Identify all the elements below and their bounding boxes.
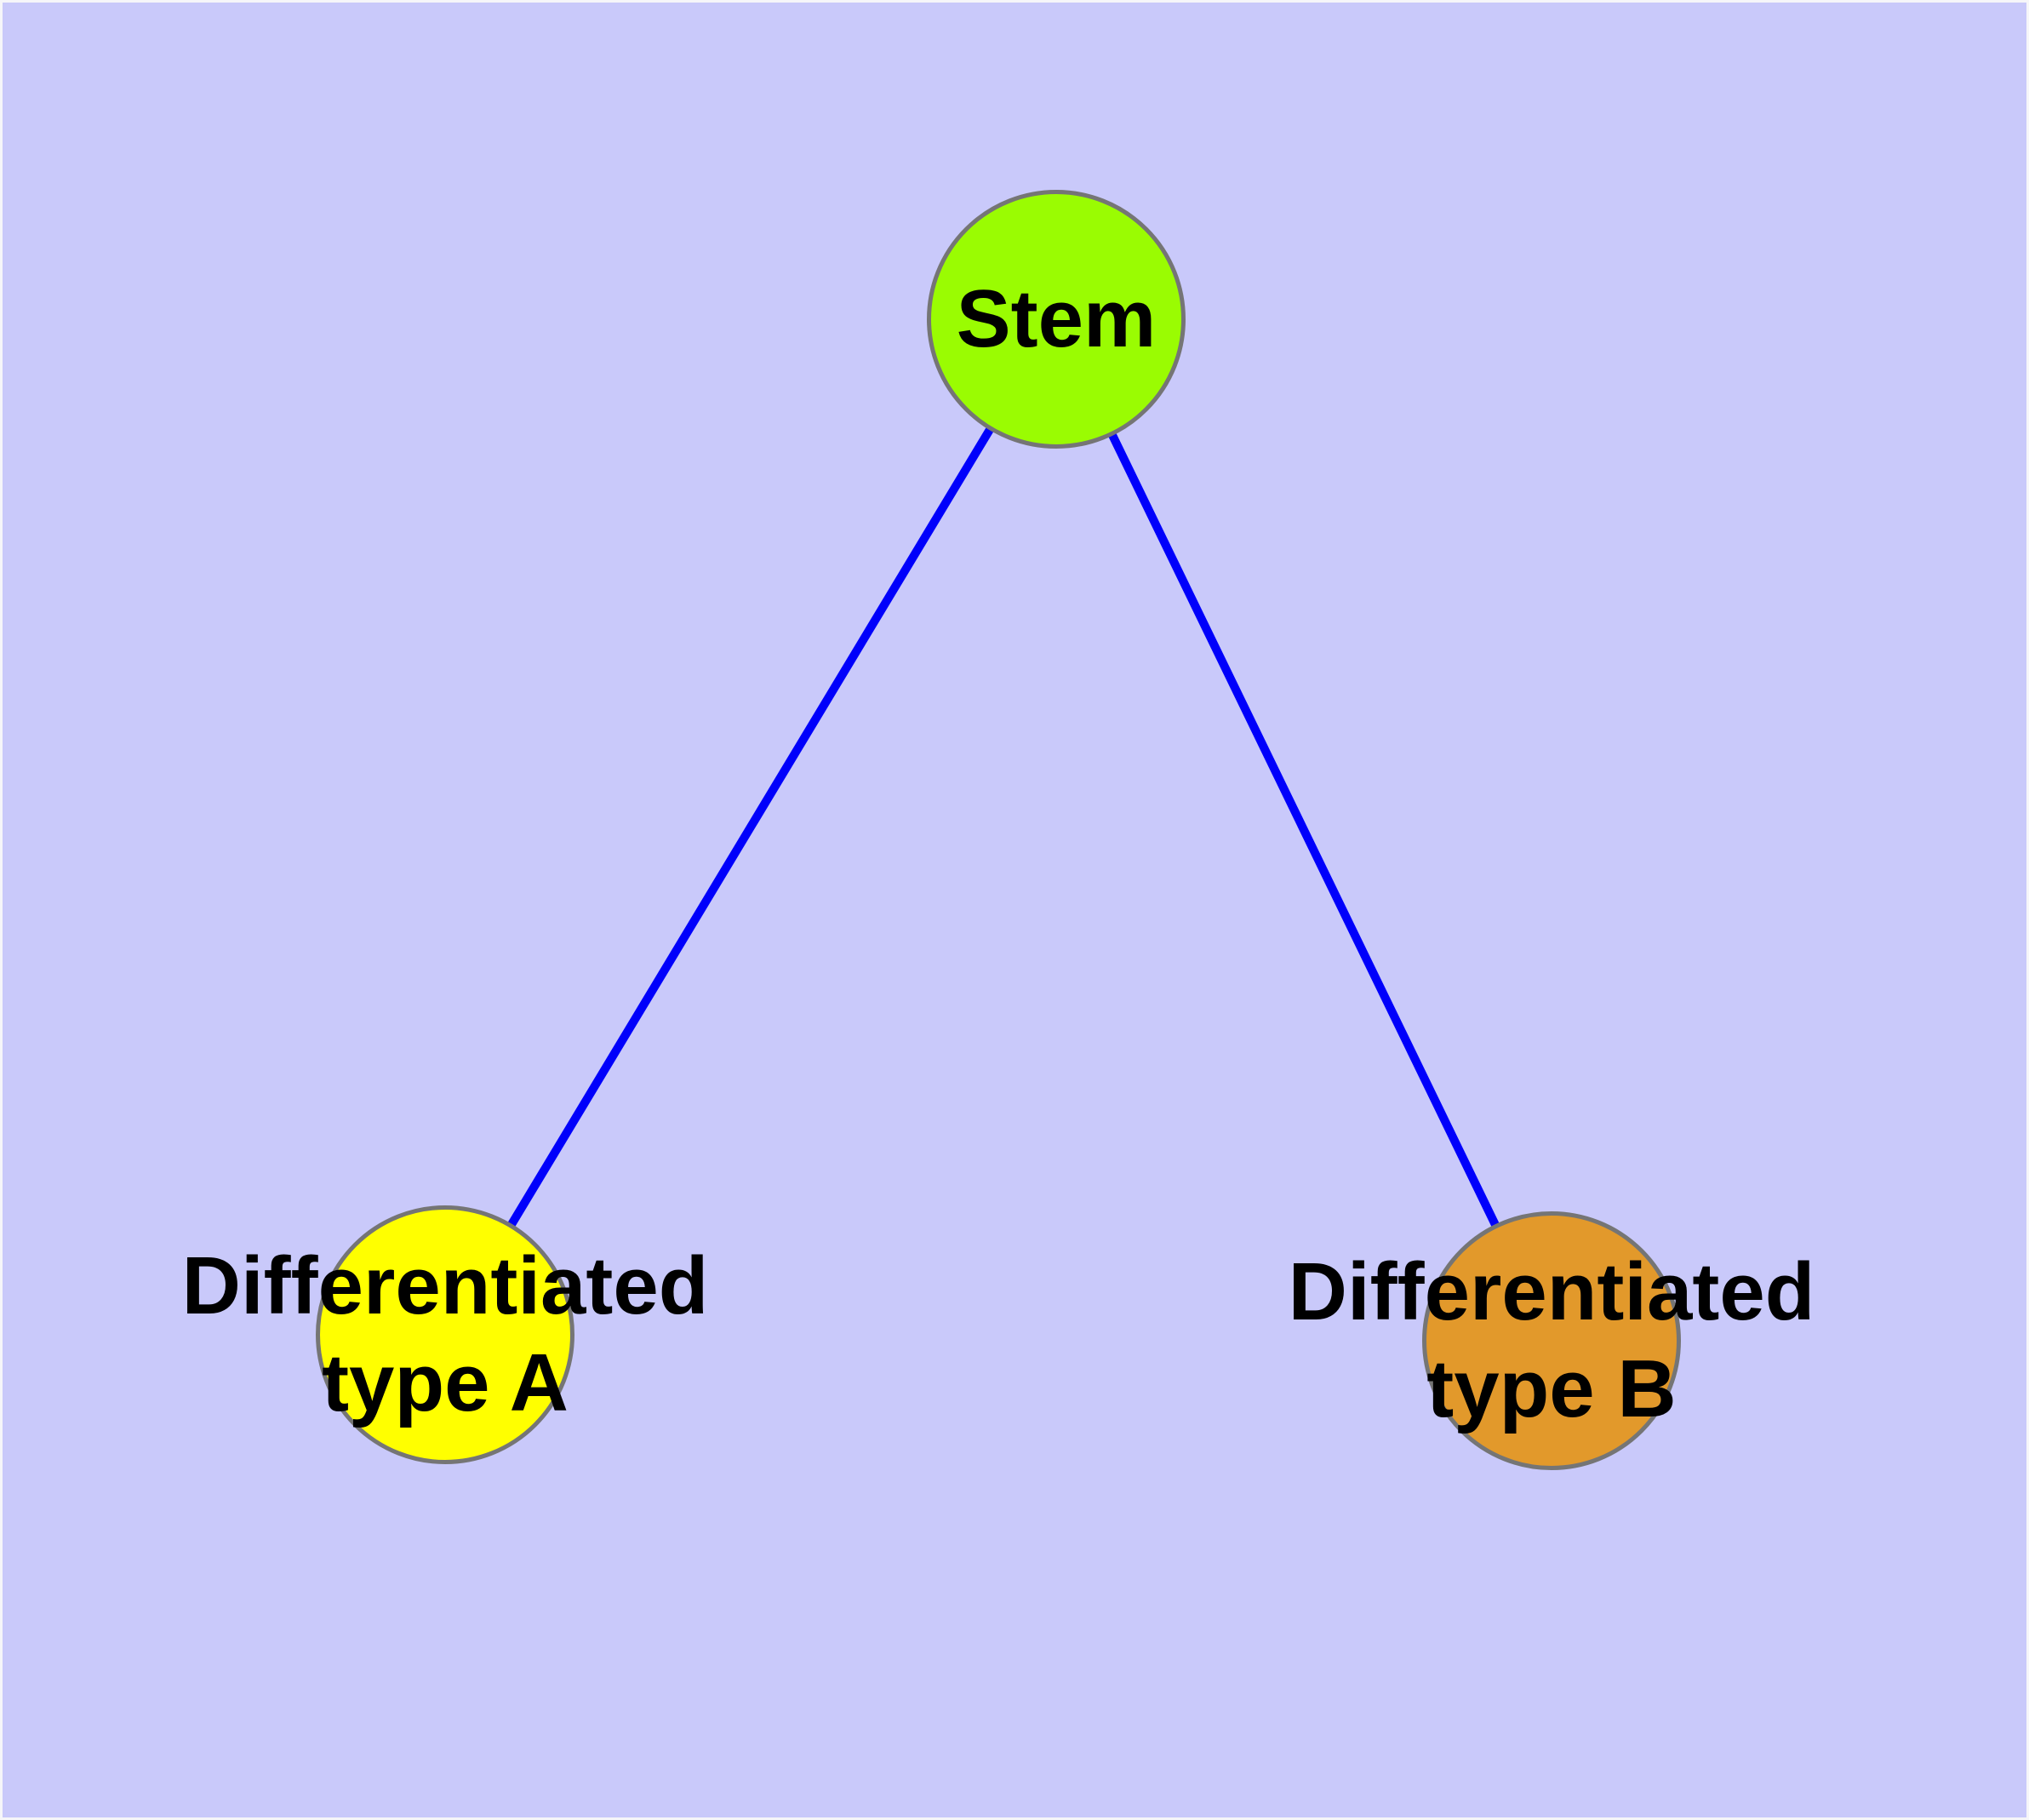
differentiated-type-a-label-line-2: type A — [322, 1337, 569, 1428]
differentiated-type-b-node-label: Differentiated type B — [1169, 1244, 1935, 1438]
edge-stem-to-type-a — [441, 315, 1060, 1339]
edge-layer — [441, 315, 1556, 1345]
stem-node-label: Stem — [801, 271, 1312, 368]
edge-stem-to-type-b — [1052, 315, 1556, 1345]
differentiated-type-a-node-circle — [316, 1205, 574, 1464]
differentiated-type-a-label-line-1: Differentiated — [181, 1240, 709, 1331]
differentiated-type-b-node-circle — [1422, 1211, 1681, 1470]
differentiated-type-b-label-line-1: Differentiated — [1288, 1246, 1815, 1337]
stem-node-label-line: Stem — [956, 273, 1157, 364]
differentiated-type-b-label-line-2: type B — [1426, 1343, 1677, 1434]
differentiated-type-a-node-label: Differentiated type A — [62, 1238, 828, 1432]
stem-node-circle — [927, 190, 1186, 449]
